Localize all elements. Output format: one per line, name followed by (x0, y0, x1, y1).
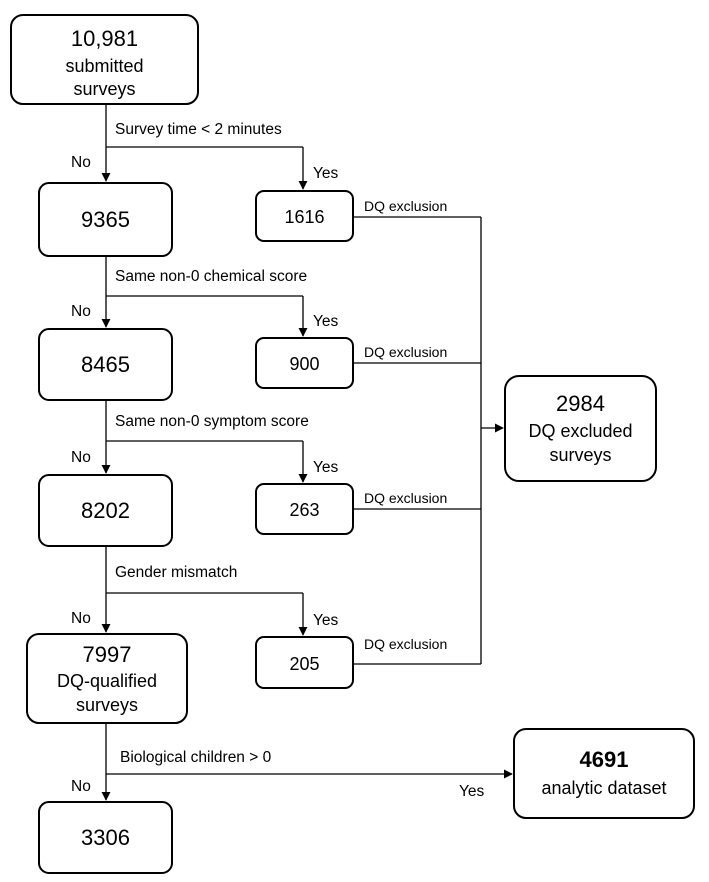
criterion-chemical-score: Same non-0 chemical score (115, 268, 307, 285)
box-number: 9365 (81, 207, 130, 232)
label-no-3: No (71, 449, 91, 466)
box-number: 8465 (81, 352, 130, 377)
box-line-2: surveys (76, 695, 138, 715)
box-line-1: analytic dataset (541, 778, 666, 798)
box-analytic-dataset: 4691 analytic dataset (513, 728, 695, 819)
edges-stage-5 (101, 723, 513, 801)
box-dq-qualified-surveys: 7997 DQ-qualified surveys (26, 633, 188, 724)
box-dq-excluded-surveys: 2984 DQ excluded surveys (504, 375, 657, 482)
box-number: 7997 (83, 642, 132, 667)
label-dq-exclusion-1: DQ exclusion (364, 198, 447, 214)
box-line-2: surveys (549, 445, 611, 465)
box-8202: 8202 (38, 474, 173, 547)
label-dq-exclusion-3: DQ exclusion (364, 490, 447, 506)
box-number: 205 (289, 654, 319, 674)
label-no-5: No (71, 778, 91, 795)
label-no-1: No (71, 154, 91, 171)
box-8465: 8465 (38, 328, 173, 401)
label-dq-exclusion-2: DQ exclusion (364, 344, 447, 360)
edges-stage-2 (101, 256, 308, 337)
box-line-1: submitted (65, 56, 143, 76)
box-number: 8202 (81, 498, 130, 523)
label-yes-5: Yes (459, 783, 485, 800)
box-number: 4691 (580, 747, 629, 772)
box-number: 900 (289, 354, 319, 374)
criterion-symptom-score: Same non-0 symptom score (115, 413, 309, 430)
criterion-survey-time: Survey time < 2 minutes (115, 121, 282, 138)
label-yes-3: Yes (313, 459, 339, 476)
box-excluded-205: 205 (255, 636, 354, 689)
box-number: 263 (289, 500, 319, 520)
box-excluded-900: 900 (255, 337, 354, 389)
box-number: 2984 (556, 391, 605, 416)
label-no-2: No (71, 303, 91, 320)
edges-stage-3 (101, 400, 308, 483)
box-excluded-263: 263 (255, 483, 354, 535)
box-9365: 9365 (38, 182, 173, 257)
box-line-2: surveys (73, 79, 135, 99)
edges-stage-1 (101, 104, 308, 190)
box-line-1: DQ-qualified (57, 671, 157, 691)
label-no-4: No (71, 610, 91, 627)
label-yes-4: Yes (313, 612, 339, 629)
box-line-1: DQ excluded (528, 421, 632, 441)
box-number: 1616 (284, 207, 324, 227)
box-excluded-1616: 1616 (255, 190, 354, 242)
label-yes-1: Yes (313, 165, 339, 182)
criterion-gender-mismatch: Gender mismatch (115, 564, 237, 581)
edges-exclusion (353, 216, 504, 665)
box-3306: 3306 (38, 801, 173, 874)
criterion-biological-children: Biological children > 0 (120, 749, 272, 766)
edges-stage-4 (101, 546, 308, 636)
box-submitted-surveys: 10,981 submitted surveys (10, 14, 199, 105)
label-dq-exclusion-4: DQ exclusion (364, 636, 447, 652)
label-yes-2: Yes (313, 313, 339, 330)
box-number: 3306 (81, 825, 130, 850)
box-number: 10,981 (71, 26, 138, 51)
